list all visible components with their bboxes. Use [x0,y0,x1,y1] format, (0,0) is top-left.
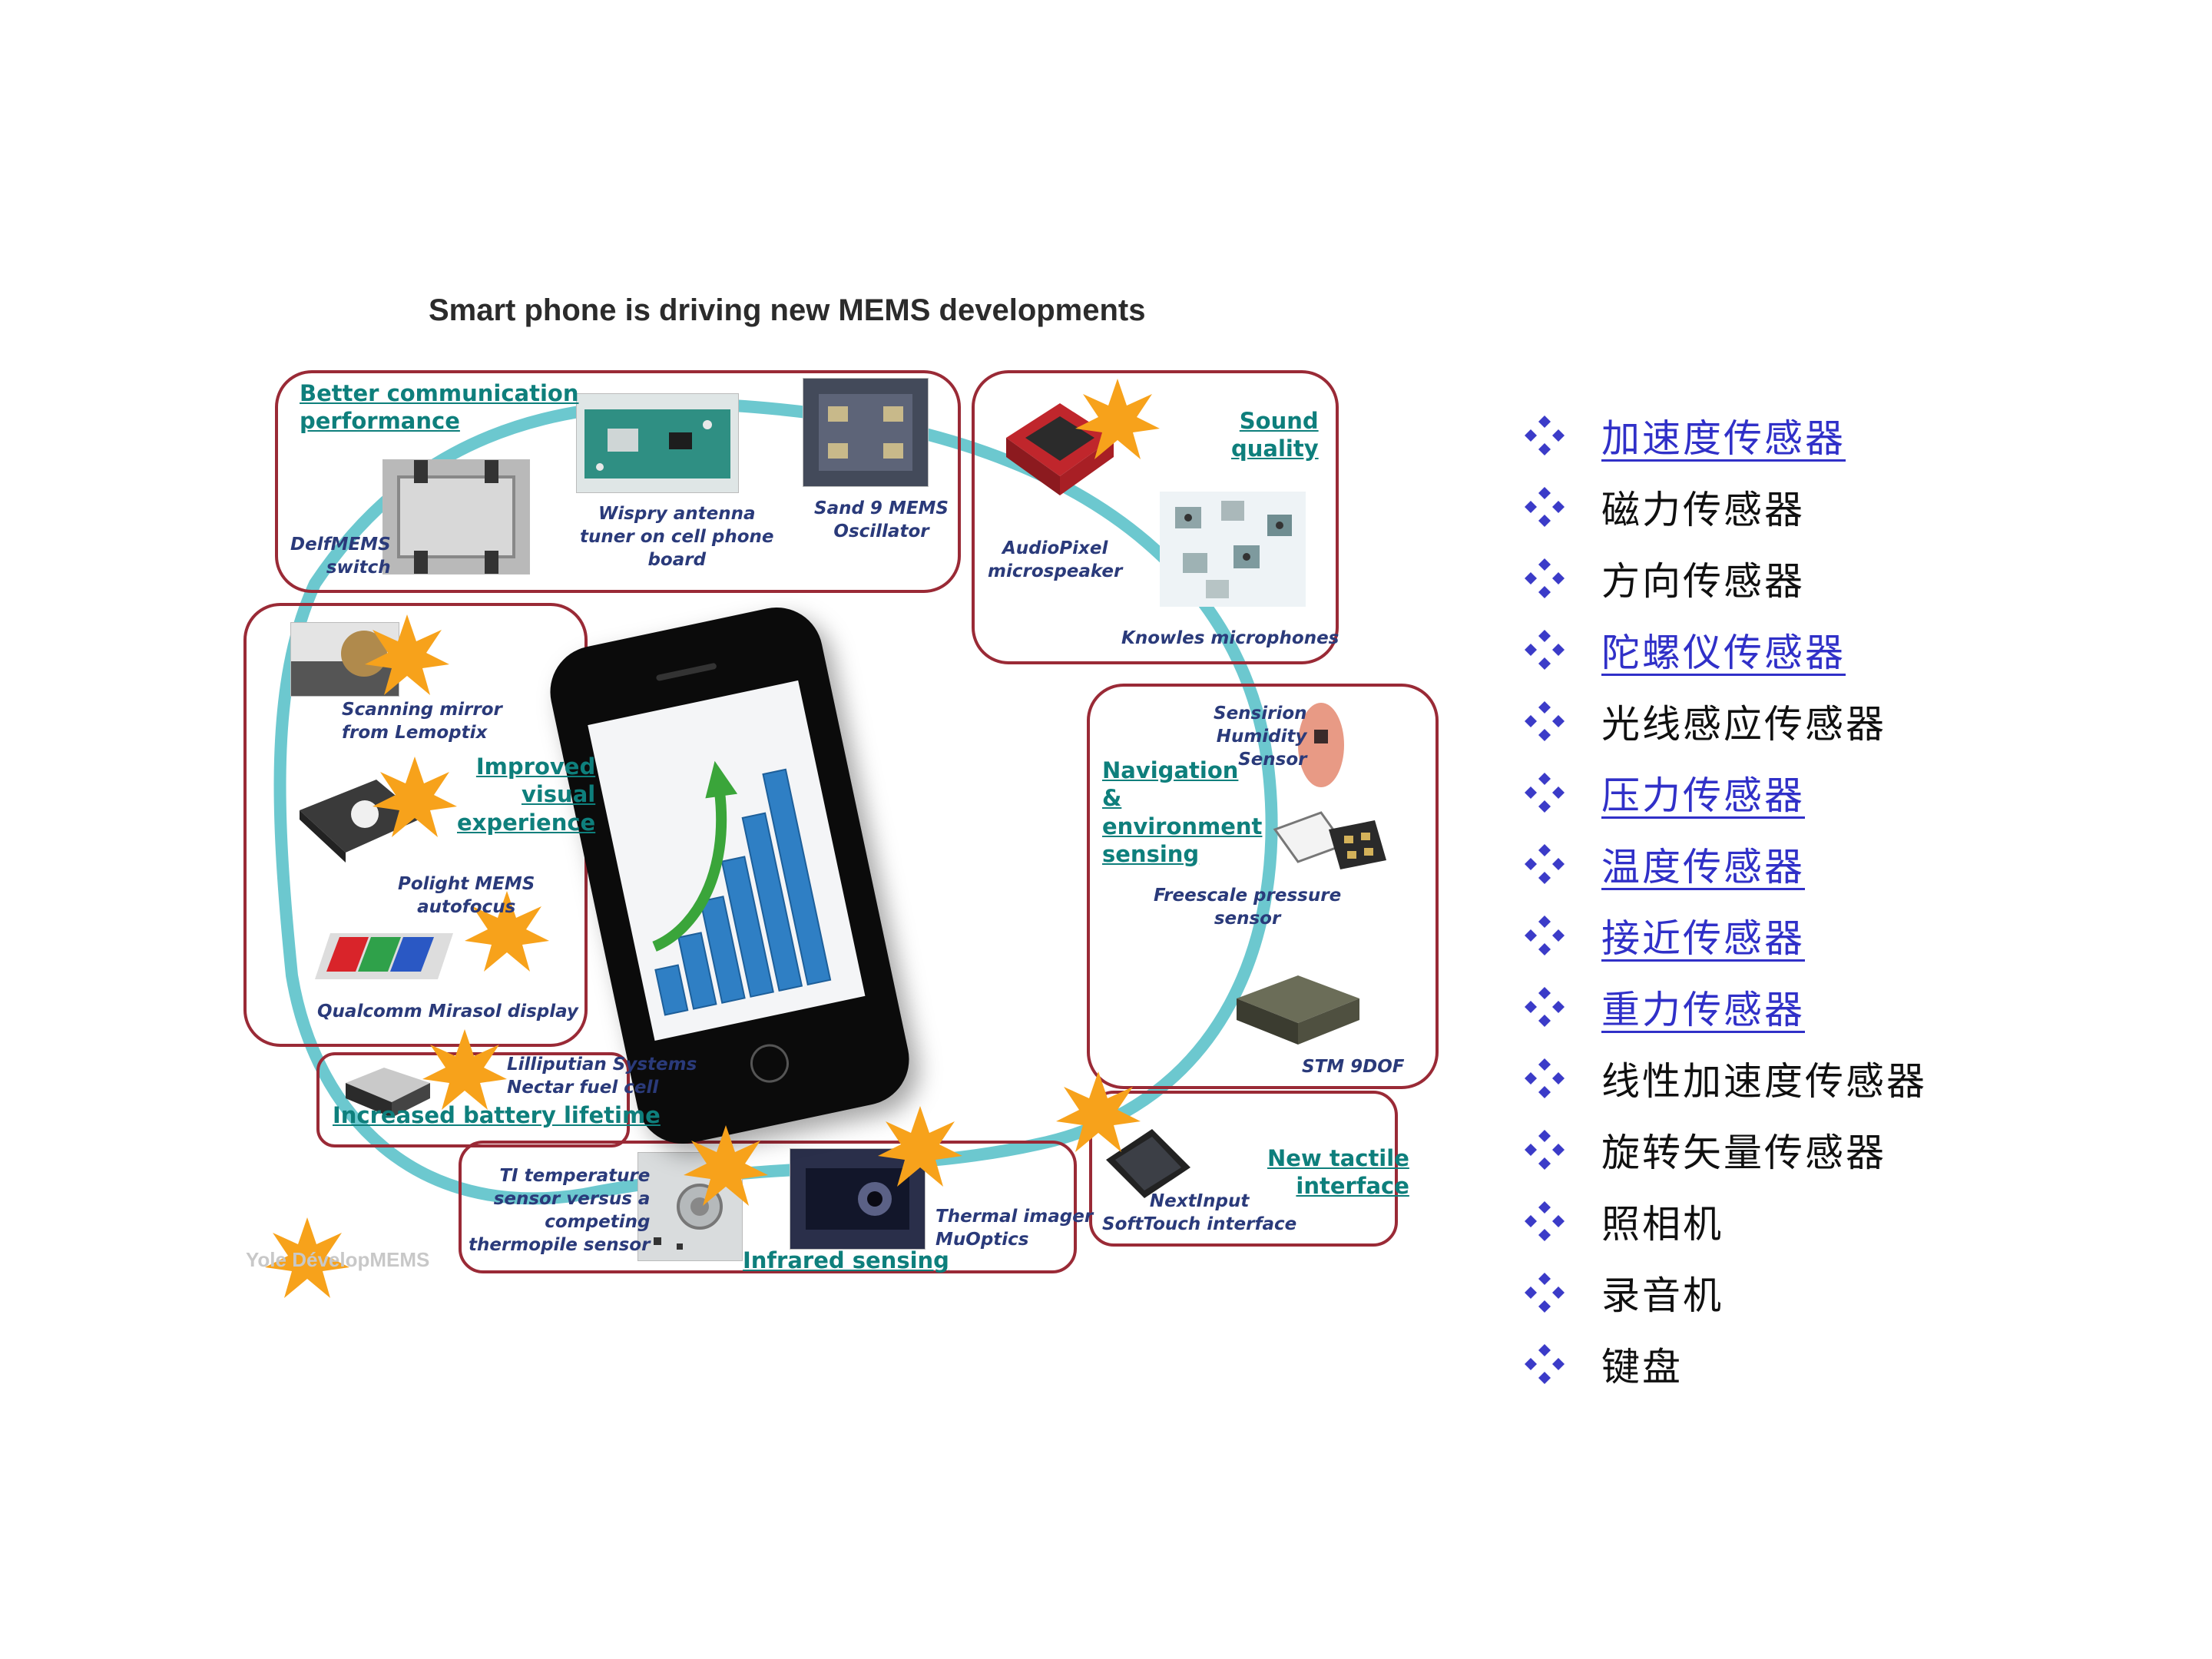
starburst-icon [365,614,449,695]
diagram-title: Smart phone is driving new MEMS developm… [429,293,1146,327]
list-item-label: 光线感应传感器 [1601,701,1886,747]
caption-freescale: Freescale pressure sensor [1154,886,1342,929]
list-item: 键盘 [1525,1328,2185,1399]
list-item: 旋转矢量传感器 [1525,1114,2185,1185]
diamond-bullet-icon [1525,558,1565,598]
caption-qualcomm: Qualcomm Mirasol display [317,1002,578,1022]
diamond-bullet-icon [1525,843,1565,884]
heading-tactile: New tactile interface [1267,1145,1409,1200]
caption-polight: Polight MEMS autofocus [398,874,535,917]
diamond-bullet-icon [1525,1343,1565,1384]
smartphone-illustration [541,598,918,1153]
list-item-link[interactable]: 加速度传感器 [1601,416,1846,461]
heading-navigation: Navigation & environment sensing [1102,757,1263,867]
diamond-bullet-icon [1525,1058,1565,1098]
diamond-bullet-icon [1525,1129,1565,1170]
list-item[interactable]: 温度传感器 [1525,828,2185,899]
mirasol-display-image [315,933,453,979]
list-item[interactable]: 重力传感器 [1525,971,2185,1042]
sensor-list: 加速度传感器磁力传感器方向传感器陀螺仪传感器光线感应传感器压力传感器温度传感器接… [1525,399,2185,1399]
heading-communication: Better communication performance [300,380,579,435]
list-item[interactable]: 加速度传感器 [1525,399,2185,471]
list-item-label: 方向传感器 [1601,558,1805,604]
starburst-icon [465,891,549,972]
phone-screen [588,680,866,1041]
list-item-label: 磁力传感器 [1601,487,1805,532]
caption-lilliputian: Lilliputian Systems Nectar fuel cell [507,1055,697,1098]
list-item-label: 线性加速度传感器 [1601,1058,1927,1104]
sand9-oscillator-image [803,378,929,487]
fuel-cell-image [346,1068,430,1118]
list-item: 磁力传感器 [1525,471,2185,542]
caption-wispry: Wispry antenna tuner on cell phone board [580,504,774,570]
starburst-icon [1056,1071,1141,1152]
diamond-bullet-icon [1525,629,1565,670]
list-item-link[interactable]: 压力传感器 [1601,773,1805,818]
mems-diagram: Smart phone is driving new MEMS developm… [223,284,1452,1306]
diamond-bullet-icon [1525,1272,1565,1313]
panel-tactile [1089,1091,1398,1247]
list-item-label: 旋转矢量传感器 [1601,1130,1886,1175]
diamond-bullet-icon [1525,700,1565,741]
panel-sound [972,370,1339,664]
diamond-bullet-icon [1525,772,1565,813]
heading-visual: Improved visual experience [457,753,596,836]
starburst-icon [422,1029,507,1110]
diamond-bullet-icon [1525,486,1565,527]
list-item-label: 录音机 [1601,1273,1724,1318]
panel-communication [275,370,961,593]
caption-audiopixel: AudioPixel microspeaker [988,538,1123,581]
list-item-label: 照相机 [1601,1201,1724,1247]
diamond-bullet-icon [1525,415,1565,455]
diamond-bullet-icon [1525,986,1565,1027]
list-item: 方向传感器 [1525,542,2185,614]
caption-stm: STM 9DOF [1302,1057,1405,1077]
thermal-imager-image [790,1148,926,1250]
list-item-link[interactable]: 温度传感器 [1601,844,1805,889]
starburst-icon [878,1106,962,1187]
softtouch-interface-image [1106,1129,1190,1198]
stm-9dof-image [1237,975,1359,1045]
list-item: 照相机 [1525,1185,2185,1257]
caption-ti: TI temperature sensor versus a competing… [469,1166,651,1255]
delfmems-switch-image [382,459,530,575]
heading-battery: Increased battery lifetime [333,1102,661,1128]
caption-nextinput: NextInput SoftTouch interface [1102,1191,1297,1234]
caption-thermal: Thermal imager MuOptics [935,1207,1094,1250]
caption-knowles: Knowles microphones [1121,628,1339,648]
sensirion-sensor-image [1298,703,1344,787]
caption-scanning: Scanning mirror from Lemoptix [342,700,502,743]
watermark: Yole DévelopMEMS [246,1248,430,1271]
caption-sand9: Sand 9 MEMS Oscillator [814,498,949,541]
heading-sound: Sound quality [1231,408,1319,462]
phone-body [541,598,918,1153]
phone-speaker [655,662,717,682]
caption-sensirion: Sensirion Humidity Sensor [1214,704,1307,770]
list-item-link[interactable]: 重力传感器 [1601,987,1805,1032]
starburst-icon [265,1217,349,1298]
home-button [747,1040,793,1087]
panel-navigation [1087,684,1439,1089]
diamond-bullet-icon [1525,1200,1565,1241]
knowles-microphones-image [1160,492,1306,607]
heading-infrared: Infrared sensing [743,1247,949,1273]
growth-chart-icon [652,760,832,1016]
list-item[interactable]: 陀螺仪传感器 [1525,614,2185,685]
list-item-label: 键盘 [1601,1344,1683,1389]
list-item[interactable]: 接近传感器 [1525,899,2185,971]
diamond-bullet-icon [1525,915,1565,955]
starburst-icon [373,757,457,837]
freescale-sensor-image [1273,811,1386,869]
starburst-icon [1075,379,1160,459]
starburst-icon [684,1125,768,1206]
list-item-link[interactable]: 接近传感器 [1601,916,1805,961]
caption-delfmems: DelfMEMS switch [290,535,391,578]
panel-infrared [459,1141,1077,1273]
list-item[interactable]: 压力传感器 [1525,757,2185,828]
list-item: 录音机 [1525,1257,2185,1328]
list-item: 线性加速度传感器 [1525,1042,2185,1114]
list-item-link[interactable]: 陀螺仪传感器 [1601,630,1846,675]
list-item: 光线感应传感器 [1525,685,2185,757]
wispry-board-image [576,393,739,493]
